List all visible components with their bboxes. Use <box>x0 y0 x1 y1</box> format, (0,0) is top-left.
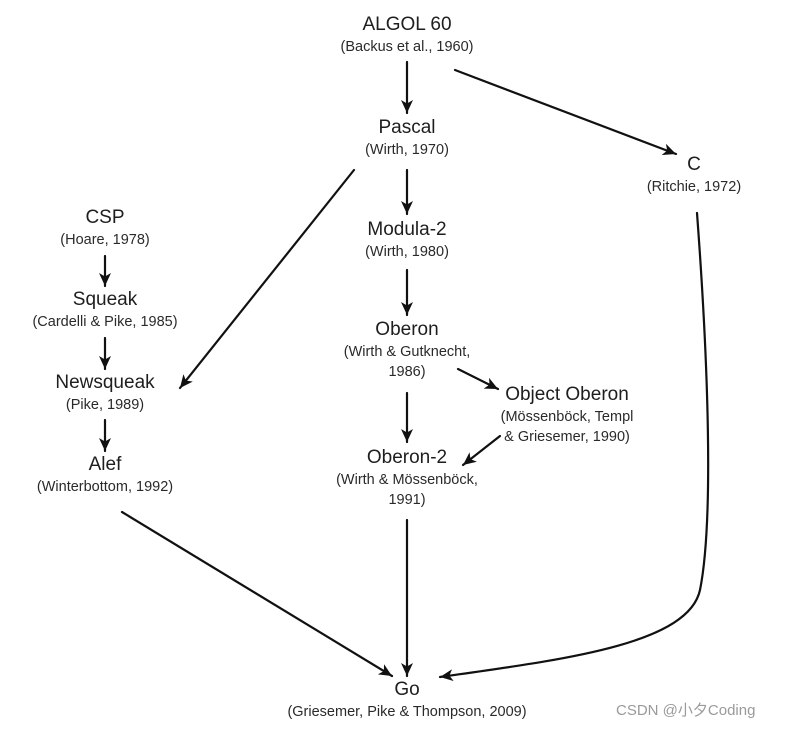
arrow-alef-to-go <box>120 510 394 678</box>
arrow-object-oberon-to-oberon-2 <box>461 434 502 467</box>
node-alef: Alef (Winterbottom, 1992) <box>37 453 173 497</box>
node-title: Go <box>394 679 420 700</box>
node-oberon-2: Oberon-2 (Wirth & Mössenböck, 1991) <box>336 446 478 510</box>
arrow-algol-60-to-c <box>453 68 678 156</box>
edge-layer <box>99 60 710 682</box>
node-title: Newsqueak <box>55 372 155 393</box>
node-subtitle: (Wirth, 1980) <box>365 244 449 260</box>
node-subtitle: (Wirth & Mössenböck, <box>336 472 478 488</box>
node-title: Oberon-2 <box>366 447 448 468</box>
node-algol-60: ALGOL 60 (Backus et al., 1960) <box>341 13 474 57</box>
arrow-oberon-to-object-oberon <box>456 367 500 391</box>
watermark: CSDN @小夕Coding <box>616 702 756 719</box>
node-subtitle: 1991) <box>388 492 426 508</box>
node-object-oberon: Object Oberon (Mössenböck, Templ & Gries… <box>501 383 634 447</box>
arrow-c-to-go <box>438 211 710 682</box>
node-oberon: Oberon (Wirth & Gutknecht, 1986) <box>344 318 471 382</box>
node-modula-2: Modula-2 (Wirth, 1980) <box>365 218 449 262</box>
node-c: C (Ritchie, 1972) <box>647 153 741 197</box>
node-subtitle: (Hoare, 1978) <box>60 232 150 248</box>
node-title: Modula-2 <box>367 219 447 240</box>
node-subtitle: 1986) <box>388 364 426 380</box>
node-title: CSP <box>85 207 125 228</box>
node-title: ALGOL 60 <box>362 14 452 35</box>
node-newsqueak: Newsqueak (Pike, 1989) <box>55 371 154 415</box>
node-csp: CSP (Hoare, 1978) <box>60 206 149 250</box>
node-subtitle: (Ritchie, 1972) <box>646 179 742 195</box>
node-subtitle: & Griesemer, 1990) <box>504 429 630 445</box>
arrow-pascal-to-newsqueak <box>178 168 356 390</box>
node-title: Alef <box>88 454 122 475</box>
node-subtitle: (Mössenböck, Templ <box>500 409 634 425</box>
node-title: C <box>687 154 701 175</box>
node-go: Go (Griesemer, Pike & Thompson, 2009) <box>287 678 526 722</box>
node-subtitle: (Winterbottom, 1992) <box>36 479 174 495</box>
node-pascal: Pascal (Wirth, 1970) <box>365 116 449 160</box>
node-subtitle: (Griesemer, Pike & Thompson, 2009) <box>287 704 527 720</box>
node-subtitle: (Wirth, 1970) <box>365 142 449 158</box>
node-title: Squeak <box>72 289 138 310</box>
node-title: Pascal <box>378 117 436 138</box>
node-subtitle: (Wirth & Gutknecht, <box>343 344 471 360</box>
node-title: Oberon <box>375 319 439 340</box>
node-subtitle: (Pike, 1989) <box>65 397 145 413</box>
node-subtitle: (Cardelli & Pike, 1985) <box>32 314 178 330</box>
node-squeak: Squeak (Cardelli & Pike, 1985) <box>32 288 177 332</box>
node-subtitle: (Backus et al., 1960) <box>340 39 474 55</box>
node-title: Object Oberon <box>505 384 629 405</box>
